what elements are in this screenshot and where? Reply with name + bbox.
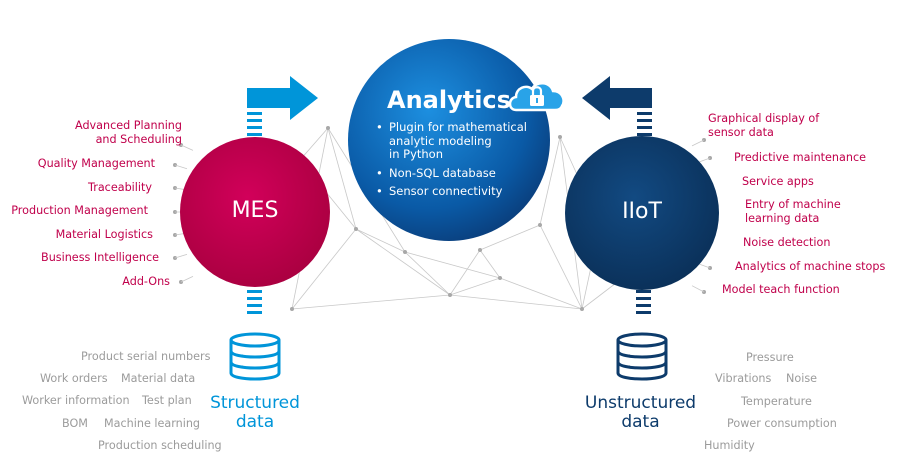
- iiot-to-unstructured-connector: [636, 290, 651, 314]
- unstructured-data-title: Unstructured data: [584, 393, 697, 432]
- analytics-feature: Plugin for mathematical analytic modelin…: [376, 120, 546, 162]
- analytics-feature: Sensor connectivity: [376, 184, 546, 199]
- database-icon: [616, 332, 668, 381]
- structured-source: BOM: [62, 417, 88, 430]
- iiot-feature: Graphical display of sensor data: [708, 112, 820, 139]
- mes-feature: Material Logistics: [55, 228, 153, 241]
- structured-source: Worker information: [22, 394, 130, 407]
- iiot-circle: [565, 136, 719, 290]
- iiot-feature: Service apps: [742, 175, 814, 188]
- iiot-feature: Analytics of machine stops: [735, 260, 886, 273]
- structured-source: Material data: [121, 372, 196, 385]
- arrow-mes-to-analytics: [247, 76, 318, 136]
- unstructured-source: Temperature: [741, 395, 812, 408]
- structured-source: Product serial numbers: [81, 350, 211, 363]
- structured-data-title: Structured data: [210, 393, 300, 432]
- unstructured-source: Pressure: [746, 351, 794, 364]
- iiot-feature: Noise detection: [743, 236, 831, 249]
- iiot-title: IIoT: [622, 199, 662, 224]
- mes-feature: Quality Management: [37, 157, 155, 170]
- structured-source: Production scheduling: [98, 439, 222, 452]
- structured-source: Machine learning: [104, 417, 201, 430]
- analytics-feature-list: Plugin for mathematical analytic modelin…: [376, 120, 546, 204]
- unstructured-source: Power consumption: [727, 417, 837, 430]
- iiot-feature: Model teach function: [722, 283, 840, 296]
- cloud-lock-icon: [508, 82, 565, 112]
- analytics-title: Analytics: [387, 86, 511, 114]
- mes-title: MES: [231, 198, 279, 223]
- mes-feature: Traceability: [88, 181, 152, 194]
- iiot-feature: Entry of machine learning data: [745, 198, 841, 225]
- unstructured-source: Humidity: [704, 439, 755, 452]
- unstructured-source: Vibrations: [715, 372, 772, 385]
- mes-feature: Production Management: [11, 204, 148, 217]
- structured-source: Work orders: [40, 372, 108, 385]
- mes-feature: Add-Ons: [122, 275, 170, 288]
- mes-to-structured-connector: [247, 290, 262, 314]
- mes-feature: Advanced Planning and Scheduling: [74, 119, 182, 146]
- analytics-feature: Non-SQL database: [376, 166, 546, 181]
- structured-source: Test plan: [142, 394, 192, 407]
- iiot-feature: Predictive maintenance: [734, 151, 866, 164]
- unstructured-source: Noise: [786, 372, 818, 385]
- database-icon: [229, 332, 281, 381]
- arrow-iiot-to-analytics: [582, 76, 652, 136]
- mes-circle: [180, 137, 330, 287]
- mes-feature: Business Intelligence: [41, 251, 159, 264]
